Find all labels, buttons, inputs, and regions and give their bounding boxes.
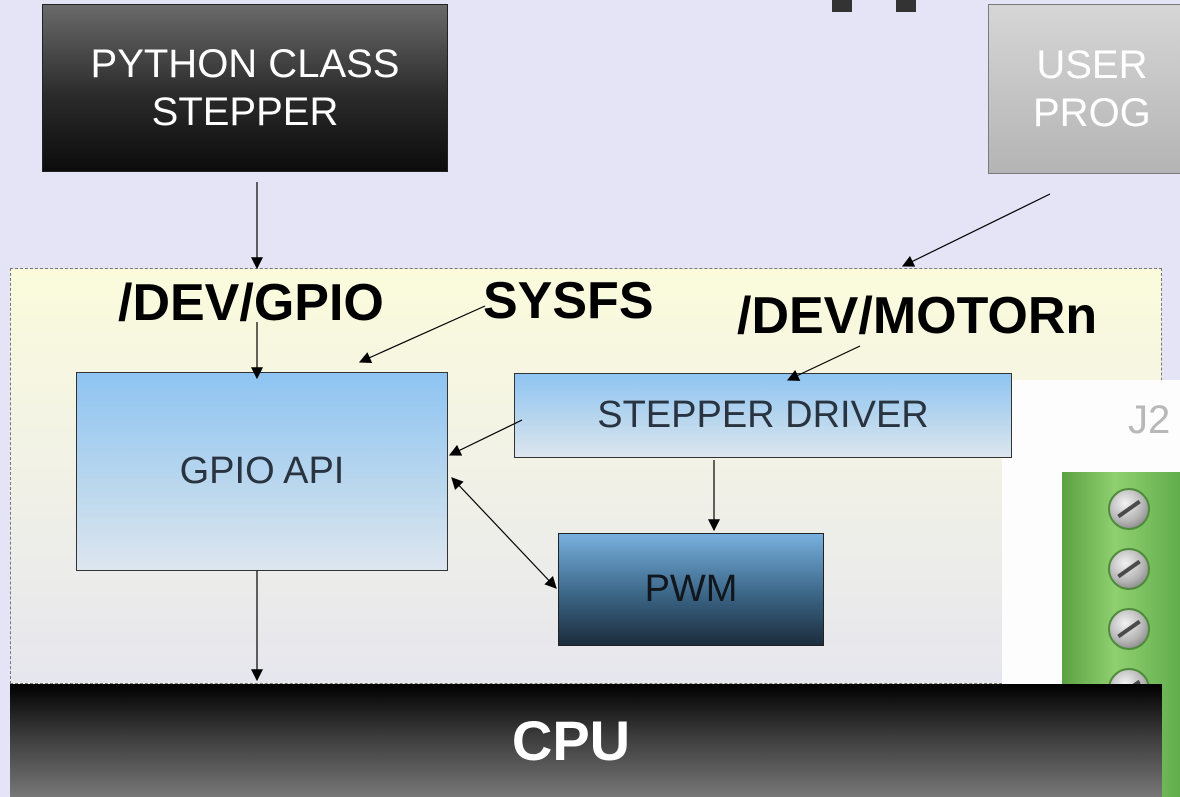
cpu-label: CPU bbox=[511, 709, 631, 772]
gpio-api-box[interactable]: GPIO API bbox=[76, 372, 448, 571]
user-program-box[interactable]: USER PROG bbox=[988, 4, 1180, 174]
dev-motor-label: /DEV/MOTORn bbox=[737, 287, 1098, 345]
title-fragment bbox=[896, 0, 916, 12]
title-fragment bbox=[832, 0, 852, 12]
arrow-user-to-motor bbox=[901, 193, 1051, 267]
stepper-driver-box[interactable]: STEPPER DRIVER bbox=[514, 373, 1012, 458]
screw-icon bbox=[1108, 608, 1150, 650]
gpio-api-label: GPIO API bbox=[179, 450, 345, 492]
cpu-bar[interactable]: CPU bbox=[10, 684, 1162, 797]
dev-gpio-label: /DEV/GPIO bbox=[118, 274, 384, 332]
sysfs-label: SYSFS bbox=[483, 272, 654, 330]
python-class-stepper-box[interactable]: PYTHON CLASS STEPPER bbox=[42, 4, 448, 172]
screw-icon bbox=[1108, 488, 1150, 530]
pwm-box[interactable]: PWM bbox=[558, 533, 824, 646]
pwm-label: PWM bbox=[644, 568, 738, 610]
screw-icon bbox=[1108, 548, 1150, 590]
user-program-label: USER PROG bbox=[1033, 43, 1151, 135]
python-class-stepper-label: PYTHON CLASS STEPPER bbox=[90, 42, 400, 134]
j2-label: J2 bbox=[1128, 398, 1171, 442]
stepper-driver-label: STEPPER DRIVER bbox=[597, 394, 929, 436]
